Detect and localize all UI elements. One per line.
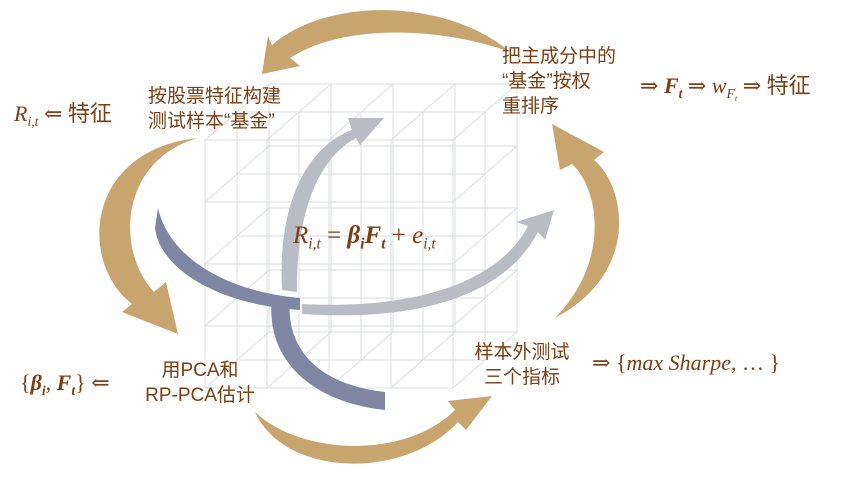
estimates-f: F [56, 370, 72, 395]
formula-arrow-characteristics: ⇐ 特征 [43, 101, 112, 126]
grid-line [328, 83, 394, 141]
grid-line [390, 331, 456, 389]
grid-line [204, 207, 270, 265]
node-build-test-funds-line1: 按股票特征构建 [148, 86, 282, 107]
node-build-test-funds-line2: 测试样本“基金” [148, 111, 275, 132]
navy-curve-lower [271, 298, 385, 410]
gold-arrow-left [99, 138, 198, 334]
estimates-f-sub: t [71, 382, 76, 398]
grid-line [204, 83, 270, 141]
estimates-beta-sub: i [41, 382, 46, 398]
formula-implies-2: ⇒ [687, 73, 707, 98]
formula-weight-sub-f: F [726, 85, 735, 101]
gray-arrow-lower [302, 210, 554, 316]
center-e-sub: i,t [423, 235, 436, 253]
grid-line [328, 331, 394, 389]
formula-characteristics-tail: 特征 [766, 73, 811, 98]
estimates-close-brace: } [75, 370, 86, 395]
formula-metrics: ⇒ {max Sharpe, … } [592, 350, 780, 376]
node-pca-estimation-line1: 用PCA和 [161, 360, 239, 381]
metrics-max-sharpe: max Sharpe [626, 350, 731, 375]
gold-arrow-bottom [255, 396, 492, 464]
grid-line [266, 83, 332, 141]
estimates-arrow: ⇐ [91, 370, 110, 395]
center-beta: β [347, 222, 361, 249]
metrics-open-brace: { [615, 350, 627, 375]
grid-line [452, 83, 518, 141]
metrics-arrow: ⇒ [592, 350, 611, 375]
estimates-beta: β [30, 370, 42, 395]
gray-arrow-upper [281, 118, 384, 292]
metrics-tail: , … } [730, 350, 781, 375]
center-plus: + [391, 222, 406, 249]
grid-line [204, 331, 270, 389]
grid-line [452, 331, 518, 389]
node-oos-test-line2: 三个指标 [483, 367, 560, 388]
grid-line [204, 145, 270, 203]
navy-curve-upper [155, 208, 300, 310]
center-r: R [293, 222, 309, 249]
formula-factor-f: F [663, 73, 679, 98]
node-build-test-funds: 按股票特征构建 测试样本“基金” [148, 84, 281, 134]
estimates-comma: , [45, 370, 52, 395]
center-e: e [412, 222, 424, 249]
gold-arrow-right [552, 124, 620, 318]
center-equals: = [327, 222, 342, 249]
node-pca-estimation-line2: RP-PCA估计 [145, 385, 255, 406]
node-oos-test-line1: 样本外测试 [474, 342, 570, 363]
center-beta-sub: i [360, 235, 365, 253]
grid-line [452, 269, 518, 327]
grid-line [390, 83, 456, 141]
gold-arrow-top [262, 10, 510, 74]
center-f-sub: t [381, 235, 386, 253]
center-f: F [364, 222, 382, 249]
estimates-open-brace: { [20, 370, 31, 395]
node-reorder-funds: 把主成分中的 “基金”按权 重排序 [502, 44, 616, 119]
node-reorder-funds-line1: 把主成分中的 [502, 46, 617, 67]
formula-returns-from-characteristics: Ri,t ⇐ 特征 [14, 96, 112, 128]
node-pca-estimation: 用PCA和 RP-PCA估计 [135, 358, 265, 408]
formula-sub-it: i,t [27, 113, 39, 129]
formula-estimates: {βi, Ft} ⇐ [20, 370, 110, 398]
center-r-sub: i,t [308, 235, 321, 253]
formula-var-r: R [14, 101, 28, 126]
formula-implies-1: ⇒ [640, 73, 659, 98]
grid-line [452, 207, 518, 265]
node-oos-test: 样本外测试 三个指标 [462, 340, 582, 390]
grid-line [452, 145, 518, 203]
formula-factor-weights: ⇒ Ft ⇒ wFt ⇒ 特征 [640, 68, 811, 103]
formula-weight-sub-t: t [734, 92, 738, 103]
node-reorder-funds-line3: 重排序 [502, 96, 560, 117]
formula-factor-f-sub: t [678, 85, 683, 101]
formula-weight-w: w [711, 73, 727, 98]
node-reorder-funds-line2: “基金”按权 [502, 71, 591, 92]
formula-implies-3: ⇒ [742, 73, 762, 98]
formula-factor-model: Ri,t = βiFt + ei,t [293, 222, 436, 253]
